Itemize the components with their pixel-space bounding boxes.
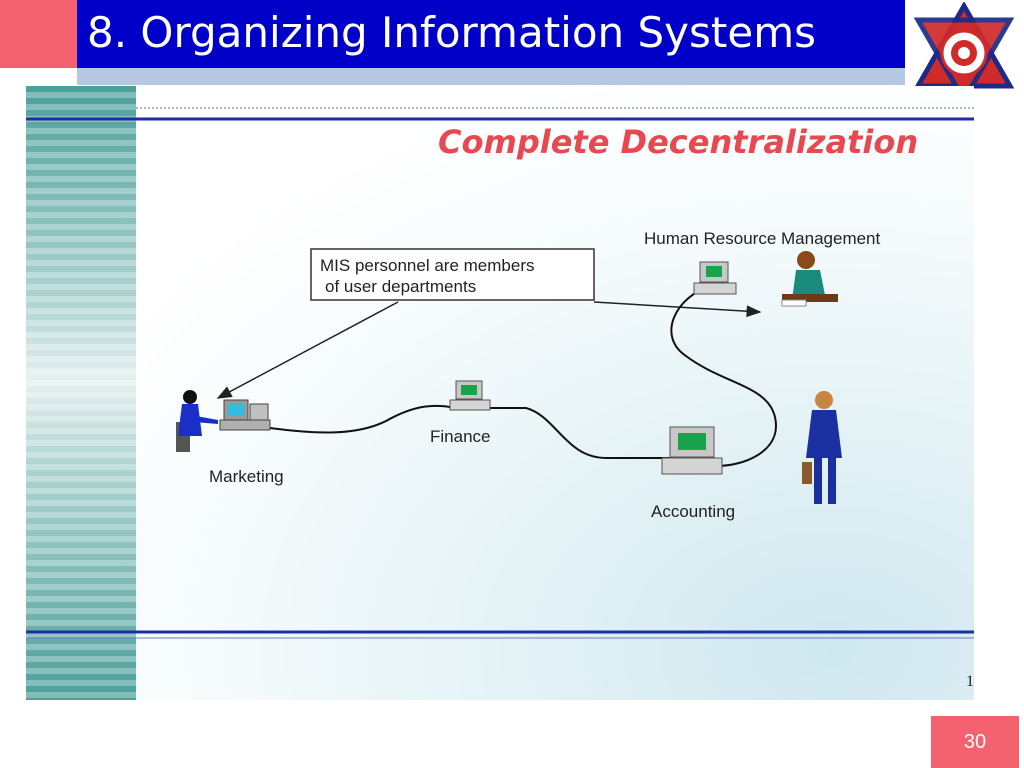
businesswoman-icon (802, 391, 842, 504)
hrm-computer-icon (693, 261, 737, 295)
label-accounting: Accounting (651, 502, 735, 521)
marketing-worker-icon (176, 390, 271, 452)
slide-number: 30 (963, 731, 987, 753)
hrm-worker-icon (781, 251, 838, 307)
callout-line-2: of user departments (325, 277, 476, 296)
label-marketing: Marketing (209, 467, 284, 486)
footer-mark: 1 (966, 673, 974, 690)
callout-box (310, 248, 595, 301)
label-hrm: Human Resource Management (644, 229, 881, 248)
label-finance: Finance (430, 427, 490, 446)
decentralization-diagram: Complete Decentralization MIS personnel … (26, 107, 974, 690)
callout-line-1: MIS personnel are members (320, 256, 534, 275)
title-accent-block (0, 0, 77, 68)
arrow-to-marketing (216, 301, 399, 399)
finance-computer-icon (449, 380, 491, 411)
network-cable (269, 285, 778, 467)
slide-title: 8. Organizing Information Systems (87, 8, 817, 57)
slide-number-box: 30 (931, 716, 1019, 768)
title-bar (77, 0, 905, 68)
diagram-panel: Complete Decentralization MIS personnel … (26, 86, 974, 700)
arrow-to-hrm (593, 301, 762, 318)
accounting-computer-icon (661, 426, 723, 475)
diagram-heading: Complete Decentralization (438, 123, 918, 161)
title-underbar (77, 68, 905, 85)
